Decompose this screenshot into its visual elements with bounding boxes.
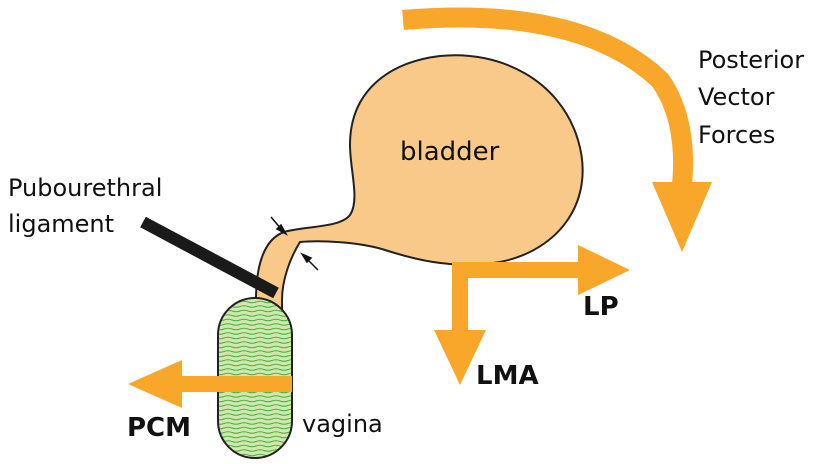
posterior-label-line2: Vector: [698, 83, 775, 111]
bladder-label: bladder: [400, 137, 500, 167]
vagina-label: vagina: [302, 410, 383, 438]
pcm-label: PCM: [127, 413, 191, 443]
posterior-label-line3: Forces: [698, 121, 775, 149]
lp-label: LP: [583, 292, 619, 322]
ligament-label-line2: ligament: [8, 210, 114, 238]
pubourethral-ligament: [143, 222, 276, 293]
ligament-label-line1: Pubourethral: [8, 174, 162, 202]
lma-label: LMA: [476, 361, 539, 391]
posterior-label-line1: Posterior: [698, 46, 804, 74]
